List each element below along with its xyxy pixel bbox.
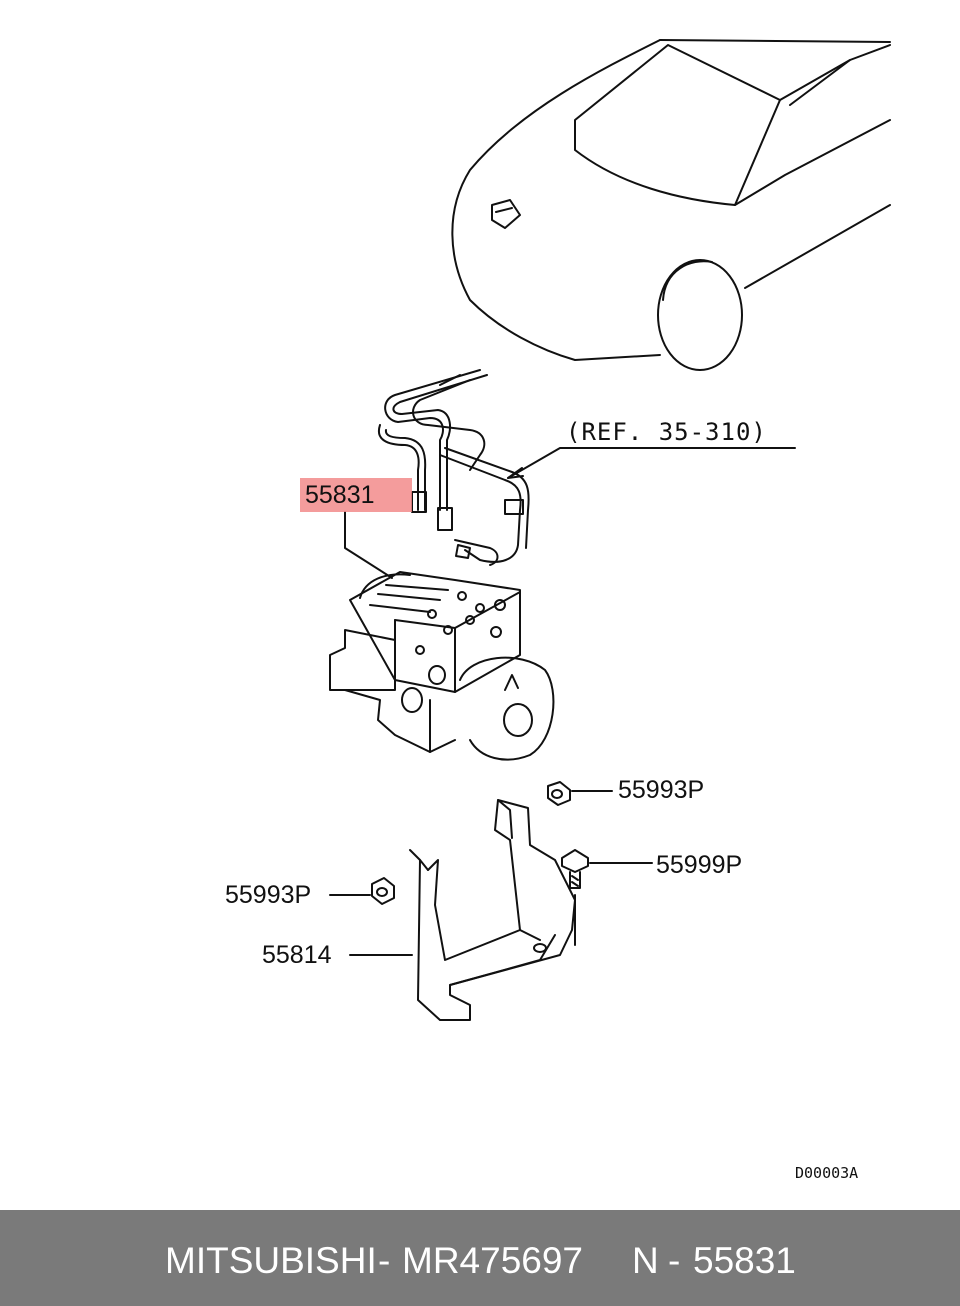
ref-leader: [507, 447, 796, 479]
parts-diagram: [329, 39, 891, 1021]
callout-bracket: 55814: [262, 941, 332, 969]
nut-top-drawing: [547, 781, 613, 806]
brake-tubes: [377, 369, 530, 566]
footer-separator-2: -: [668, 1240, 681, 1281]
callout-nut-left: 55993P: [225, 881, 312, 909]
bracket-drawing: [409, 799, 576, 1021]
nut-left-drawing: [329, 877, 395, 905]
bolt-drawing: [561, 849, 653, 946]
callout-brake-tube: 55831: [305, 481, 375, 509]
abs-unit: [329, 571, 555, 761]
car-outline: [451, 39, 891, 371]
brake-tube-leader: [344, 511, 393, 579]
footer-ref-number: 55831: [693, 1240, 796, 1281]
footer-n-label: N: [632, 1240, 659, 1281]
callout-nut-top: 55993P: [618, 776, 705, 804]
footer-part-number: MR475697: [402, 1240, 584, 1281]
footer-bar: MITSUBISHI - MR475697 N - 55831: [0, 1210, 960, 1306]
footer-separator-1: -: [378, 1240, 391, 1281]
footer-brand: MITSUBISHI: [165, 1240, 377, 1281]
callout-bolt: 55999P: [656, 851, 743, 879]
highlight-box: [300, 478, 412, 512]
ref-note: (REF. 35-310): [566, 418, 767, 446]
diagram-code: D00003A: [795, 1164, 859, 1182]
